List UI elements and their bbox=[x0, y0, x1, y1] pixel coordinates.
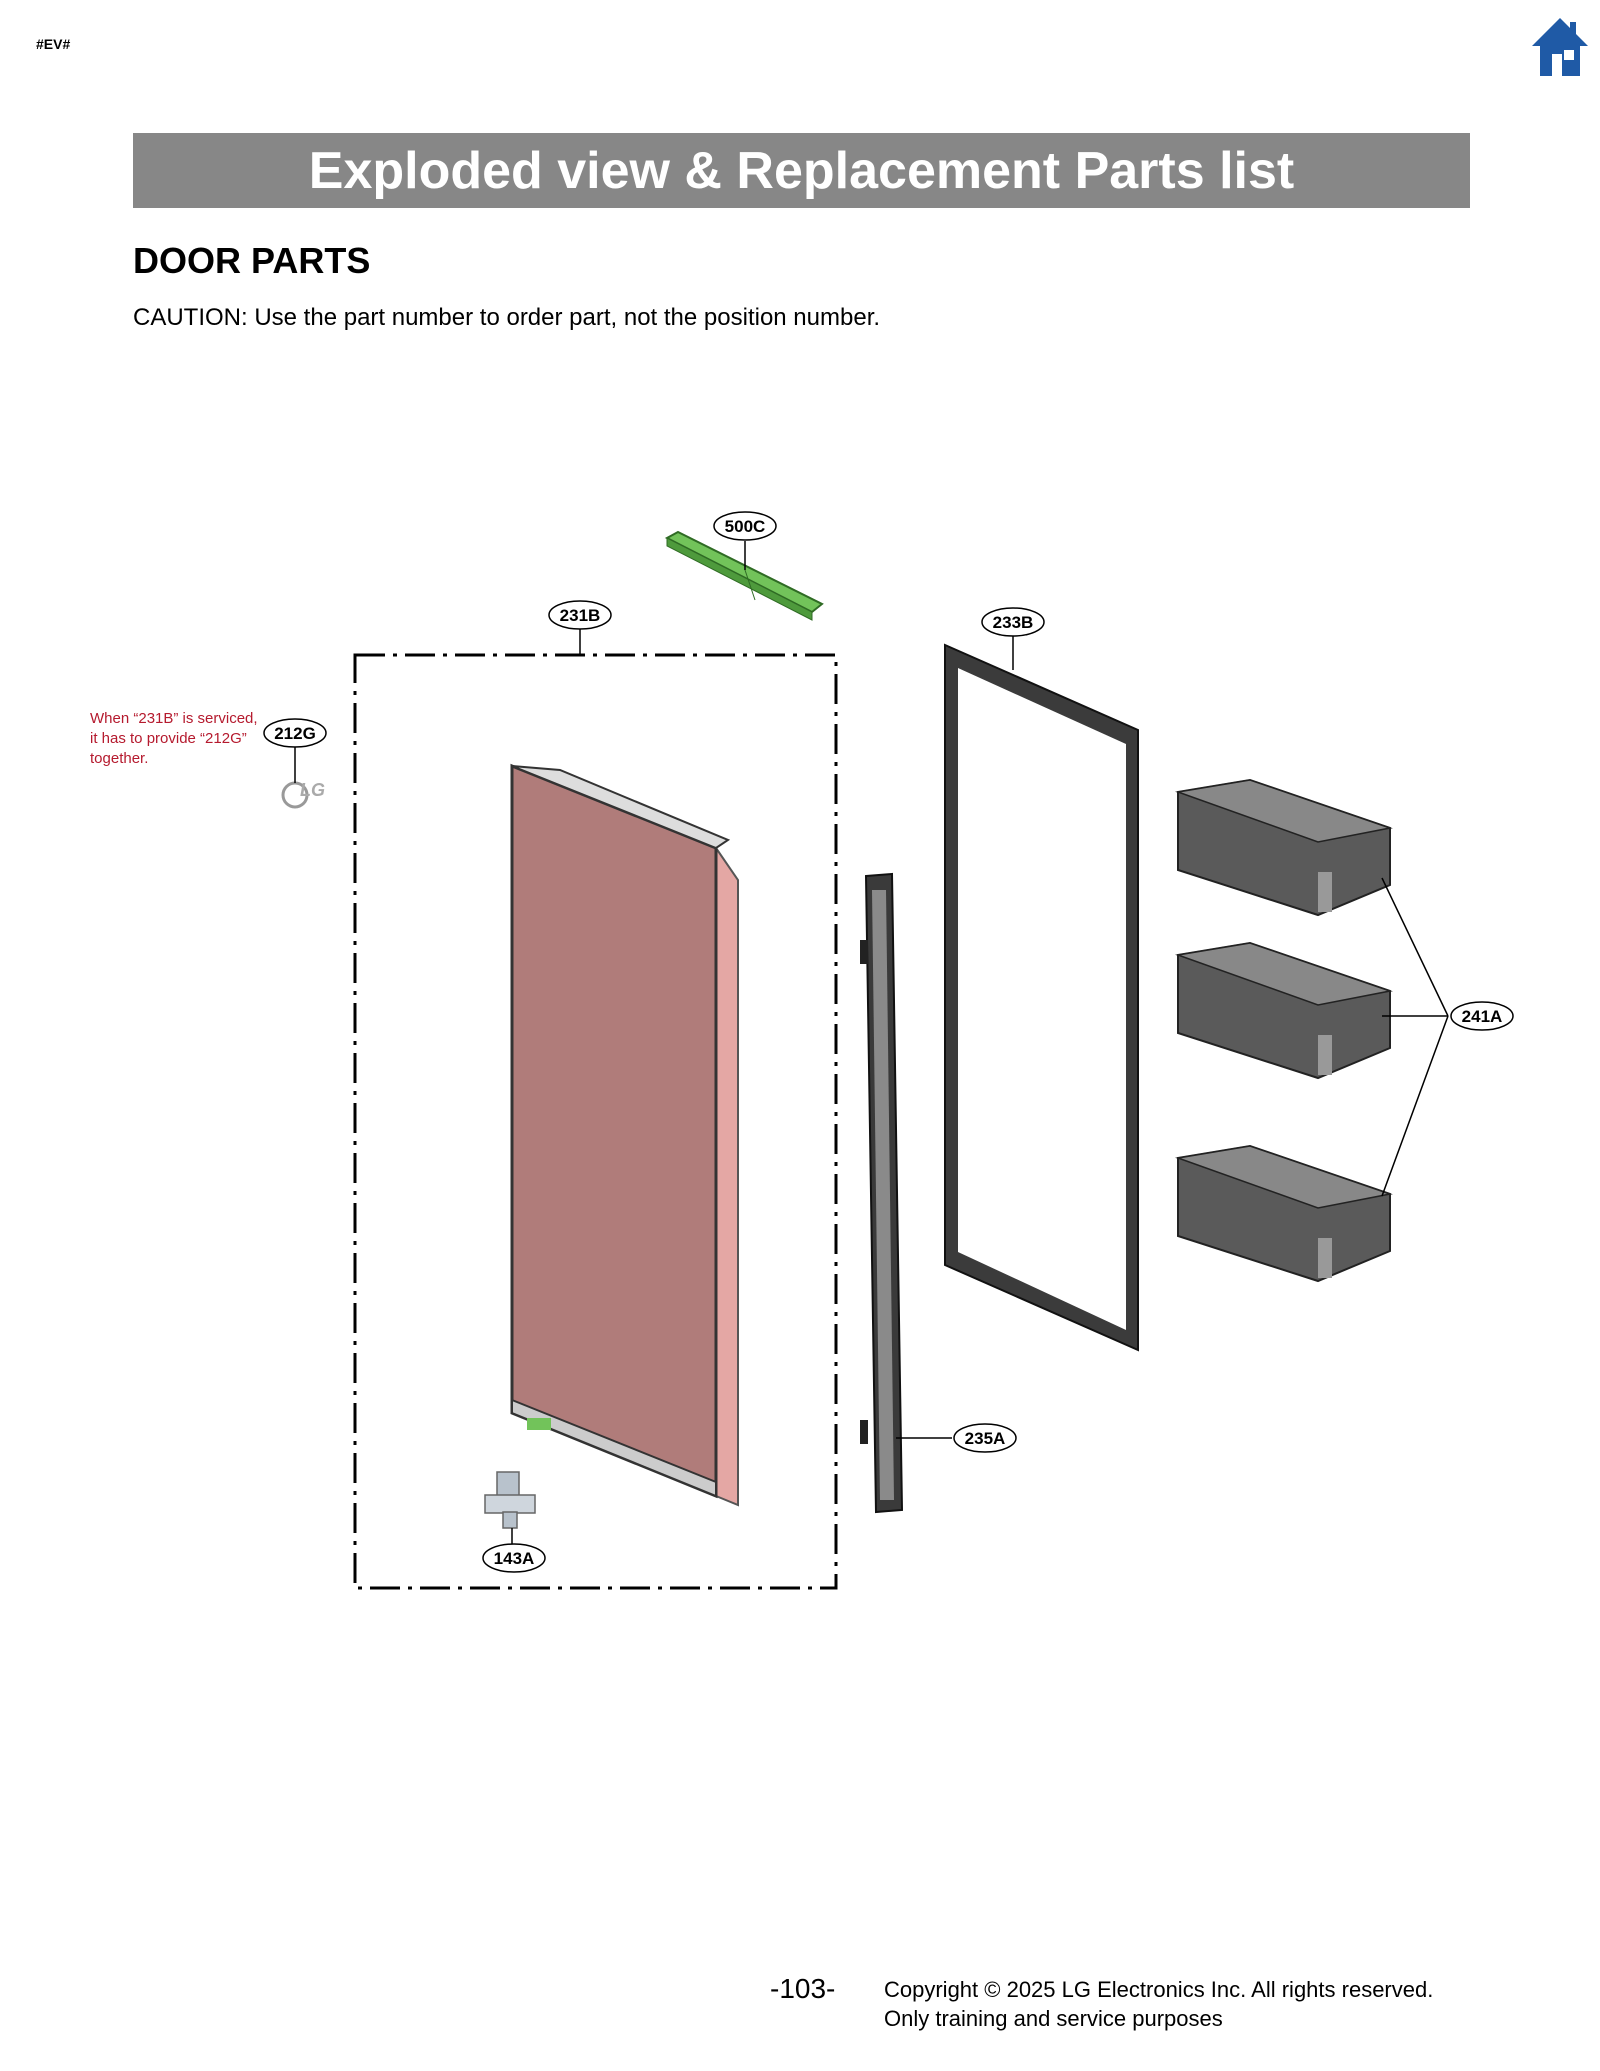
pcb-board bbox=[664, 530, 824, 621]
caution-text: CAUTION: Use the part number to order pa… bbox=[133, 304, 881, 331]
home-button[interactable] bbox=[1530, 16, 1590, 80]
callout-241A: 241A bbox=[1450, 1001, 1514, 1031]
callout-143A: 143A bbox=[482, 1543, 546, 1573]
document-tag: #EV# bbox=[36, 36, 71, 52]
page-banner: Exploded view & Replacement Parts list bbox=[133, 133, 1470, 208]
callout-212G: 212G bbox=[263, 718, 327, 748]
section-title: DOOR PARTS bbox=[133, 240, 371, 281]
page-number: -103- bbox=[770, 1973, 836, 2004]
hinge-part bbox=[484, 1471, 536, 1529]
door-bin-2 bbox=[1175, 941, 1393, 1080]
service-note-line: it has to provide “212G” bbox=[90, 730, 247, 747]
service-note-line: When “231B” is serviced, bbox=[90, 710, 258, 727]
service-note: When “231B” is serviced, it has to provi… bbox=[90, 709, 270, 769]
door-bin-3 bbox=[1175, 1144, 1393, 1283]
lg-logo-text: LG bbox=[300, 780, 325, 800]
copyright-line: Only training and service purposes bbox=[884, 2006, 1223, 2031]
door-bin-1 bbox=[1175, 778, 1393, 917]
callout-235A: 235A bbox=[953, 1423, 1017, 1453]
svg-text:500C: 500C bbox=[725, 517, 766, 536]
home-icon bbox=[1532, 18, 1588, 76]
callout-500C: 500C bbox=[713, 511, 777, 541]
lg-logo-part: LG bbox=[281, 780, 325, 809]
svg-text:143A: 143A bbox=[494, 1549, 535, 1568]
door-gasket-frame bbox=[944, 643, 1139, 1352]
door-support-bar bbox=[860, 872, 904, 1514]
copyright-line: Copyright © 2025 LG Electronics Inc. All… bbox=[884, 1977, 1434, 2002]
service-note-line: together. bbox=[90, 750, 149, 767]
svg-text:231B: 231B bbox=[560, 606, 601, 625]
door-panel bbox=[510, 763, 739, 1507]
svg-text:235A: 235A bbox=[965, 1429, 1006, 1448]
assembly-boundary bbox=[353, 653, 838, 1590]
callout-233B: 233B bbox=[981, 607, 1045, 637]
svg-text:233B: 233B bbox=[993, 613, 1034, 632]
svg-text:212G: 212G bbox=[274, 724, 316, 743]
svg-text:241A: 241A bbox=[1462, 1007, 1503, 1026]
copyright: Copyright © 2025 LG Electronics Inc. All… bbox=[884, 1975, 1433, 2033]
exploded-view-diagram: LG bbox=[263, 511, 1514, 1590]
callout-231B: 231B bbox=[548, 600, 612, 630]
